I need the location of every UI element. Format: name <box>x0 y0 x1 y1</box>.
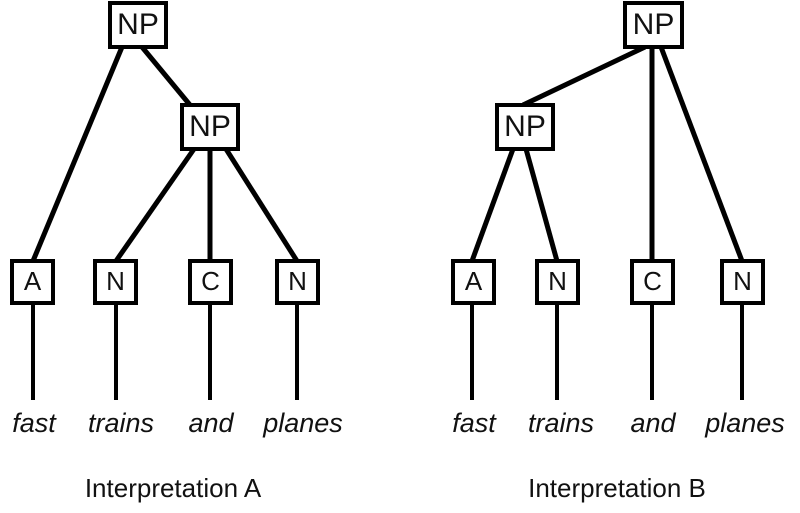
node-label-a-leaf-3: N <box>288 266 307 296</box>
node-label-b-np-root: NP <box>633 8 675 41</box>
edges-group <box>469 44 745 262</box>
node-label-b-np-inner: NP <box>504 110 546 143</box>
node-box-b-leaf-1[interactable] <box>535 259 580 305</box>
node-b-leaf-1[interactable]: N <box>535 259 580 305</box>
node-b-leaf-2[interactable]: C <box>630 259 675 305</box>
node-b-leaf-0[interactable]: A <box>451 259 496 305</box>
node-label-b-leaf-2: C <box>643 266 662 296</box>
node-box-a-leaf-3[interactable] <box>275 259 320 305</box>
node-b-np-root[interactable]: NP <box>623 1 684 49</box>
caption-interpretation-a: Interpretation A <box>85 473 262 503</box>
words-group: fast trains and planes <box>12 408 343 438</box>
word-3: planes <box>704 408 785 438</box>
node-a-leaf-0[interactable]: A <box>10 259 55 305</box>
node-box-a-leaf-1[interactable] <box>93 259 138 305</box>
node-box-b-np-root[interactable] <box>623 1 684 49</box>
node-box-a-leaf-0[interactable] <box>10 259 55 305</box>
word-1: trains <box>528 408 594 438</box>
stems-group <box>470 303 744 400</box>
nodes-group: NP NP A N C N <box>10 1 320 305</box>
stems-group <box>31 303 299 400</box>
words-group: fast trains and planes <box>452 408 785 438</box>
node-label-a-leaf-1: N <box>106 266 125 296</box>
node-label-a-np-root: NP <box>117 8 159 41</box>
node-label-a-leaf-2: C <box>201 266 220 296</box>
node-a-leaf-3[interactable]: N <box>275 259 320 305</box>
node-box-b-leaf-0[interactable] <box>451 259 496 305</box>
edge-a-np-root-to-a-leaf-0 <box>30 46 125 262</box>
word-0: fast <box>452 408 497 438</box>
node-box-a-np-root[interactable] <box>108 1 168 49</box>
node-a-leaf-1[interactable]: N <box>93 259 138 305</box>
edge-b-np-inner-to-b-leaf-0 <box>469 148 516 262</box>
edge-b-np-root-to-b-leaf-3 <box>658 46 745 262</box>
node-box-a-leaf-2[interactable] <box>188 259 233 305</box>
edge-b-np-inner-to-b-leaf-1 <box>523 148 560 262</box>
word-2: and <box>188 408 234 438</box>
node-a-leaf-2[interactable]: C <box>188 259 233 305</box>
node-b-leaf-3[interactable]: N <box>720 259 765 305</box>
node-b-np-inner[interactable]: NP <box>495 103 555 151</box>
word-3: planes <box>262 408 343 438</box>
node-a-np-inner[interactable]: NP <box>180 103 240 151</box>
node-label-b-leaf-3: N <box>733 266 752 296</box>
node-box-b-np-inner[interactable] <box>495 103 555 151</box>
node-label-b-leaf-1: N <box>548 266 567 296</box>
word-2: and <box>630 408 676 438</box>
node-label-b-leaf-0: A <box>465 266 483 296</box>
nodes-group: NP NP A N C N <box>451 1 765 305</box>
edge-b-np-root-to-b-np-inner <box>521 44 647 108</box>
node-label-a-leaf-0: A <box>24 266 42 296</box>
caption-interpretation-b: Interpretation B <box>528 473 706 503</box>
node-box-a-np-inner[interactable] <box>180 103 240 151</box>
node-box-b-leaf-3[interactable] <box>720 259 765 305</box>
node-a-np-root[interactable]: NP <box>108 1 168 49</box>
node-box-b-leaf-2[interactable] <box>630 259 675 305</box>
node-label-a-np-inner: NP <box>189 110 231 143</box>
word-0: fast <box>12 408 57 438</box>
word-1: trains <box>88 408 154 438</box>
edge-a-np-inner-to-a-leaf-3 <box>223 147 300 263</box>
edge-a-np-inner-to-a-leaf-1 <box>113 147 197 263</box>
edges-group <box>30 45 300 263</box>
edge-a-np-root-to-a-np-inner <box>140 45 192 107</box>
